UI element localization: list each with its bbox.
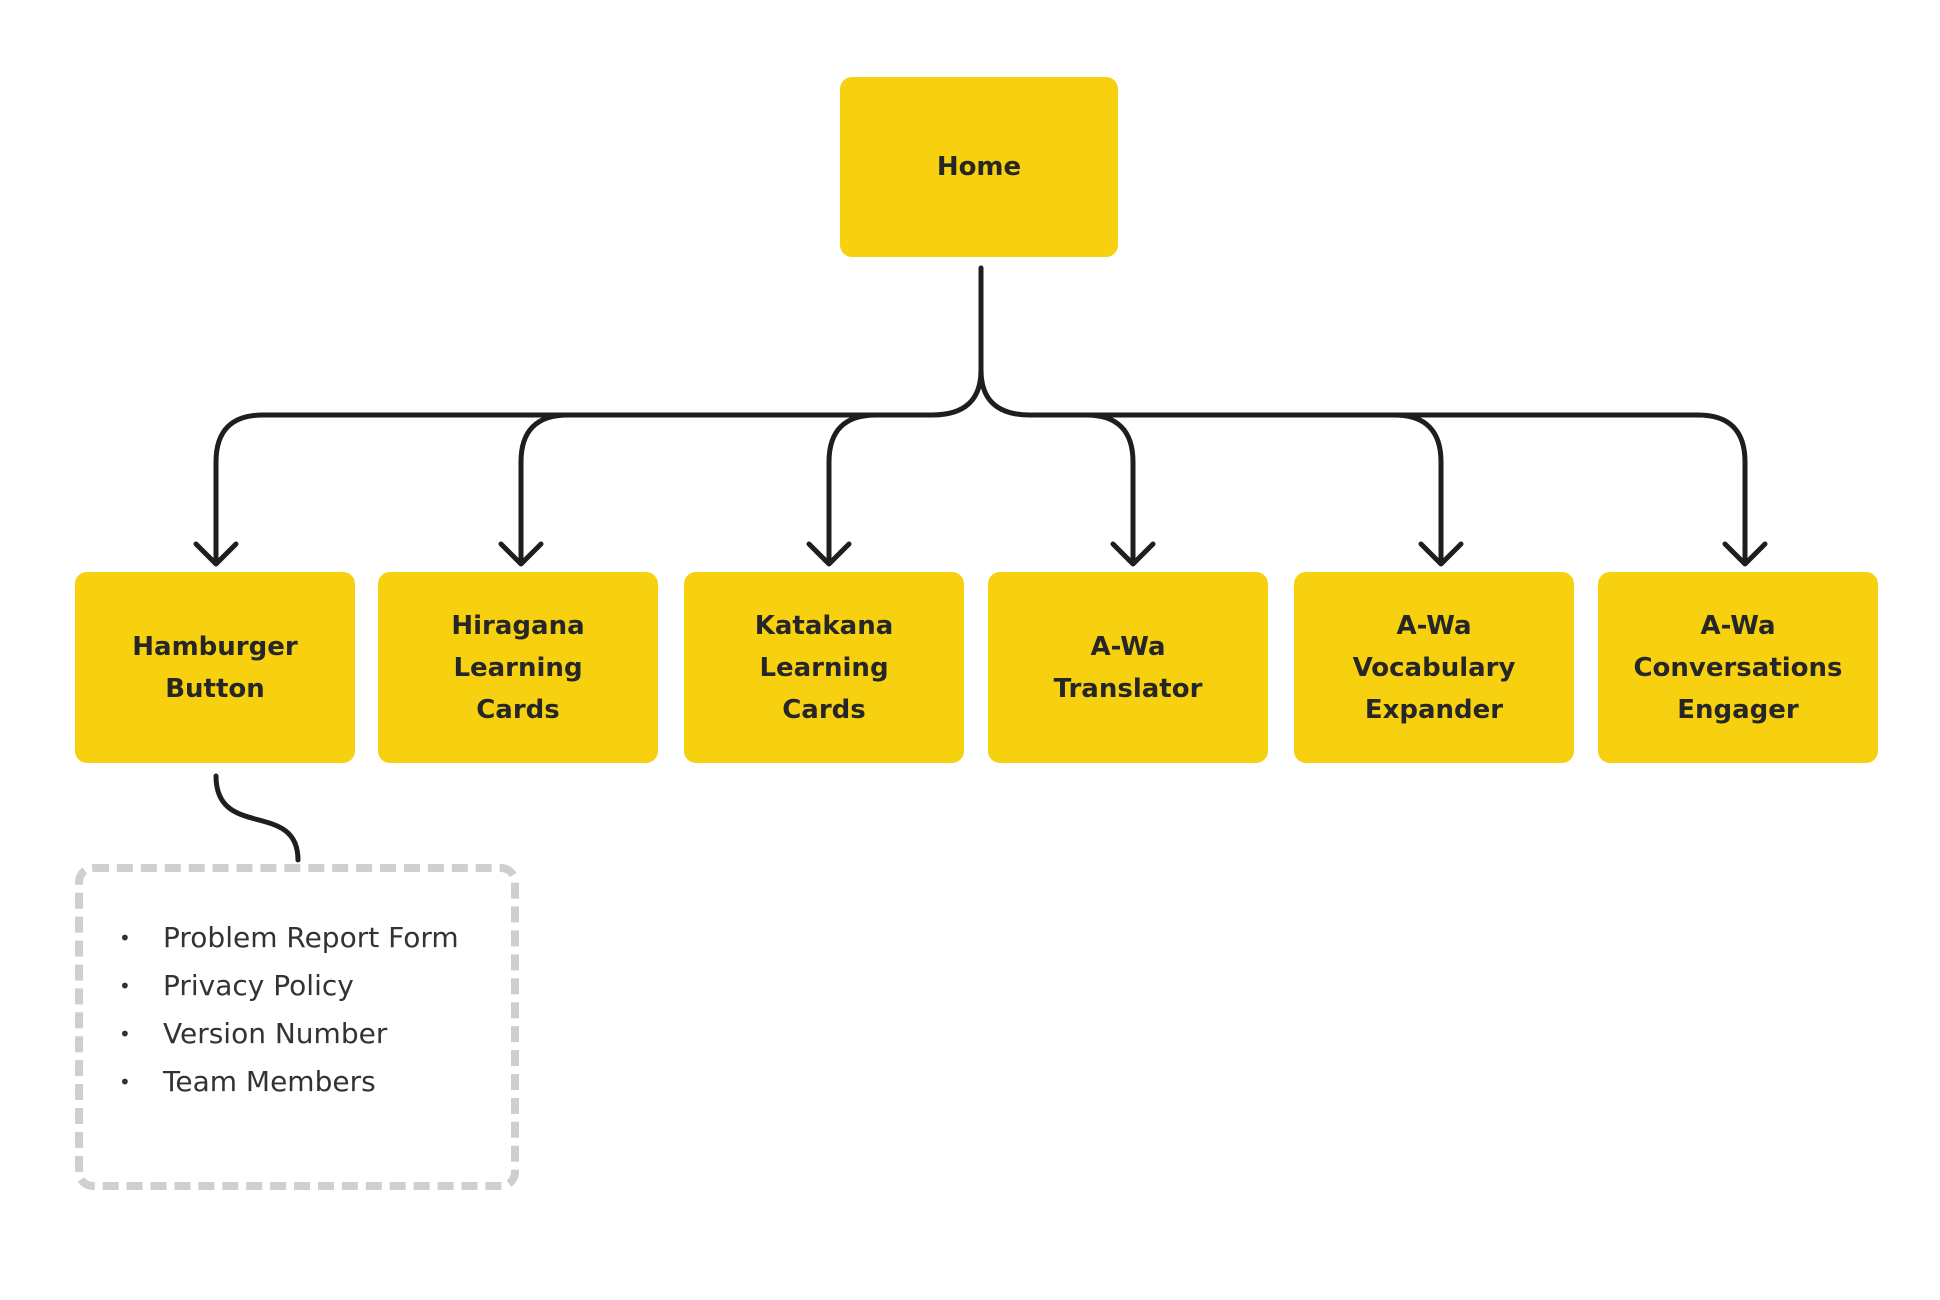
hiragana-learning-cards-label: Hiragana Learning Cards: [451, 610, 585, 725]
list-item-team-members: • Team Members: [119, 1058, 479, 1106]
arrowhead-1: [193, 541, 239, 567]
left-bus-connector: [260, 367, 984, 418]
arrowhead-6: [1722, 541, 1768, 567]
bullet-icon: •: [119, 1022, 131, 1046]
bullet-icon: •: [119, 926, 131, 950]
hamburger-button-label: Hamburger Button: [132, 631, 298, 704]
bullet-icon: •: [119, 974, 131, 998]
branch-connector-5: [1391, 412, 1444, 565]
hamburger-button-node: Hamburger Button: [75, 572, 355, 763]
submenu-connector: [213, 773, 301, 863]
arrowhead-3: [806, 541, 852, 567]
branch-connector-4: [1083, 412, 1136, 565]
awa-conversations-engager-label: A-Wa Conversations Engager: [1633, 610, 1843, 725]
arrowhead-2: [498, 541, 544, 567]
hamburger-menu-box: • Problem Report Form • Privacy Policy •…: [75, 864, 519, 1190]
awa-vocabulary-expander-node: A-Wa Vocabulary Expander: [1294, 572, 1574, 763]
right-bus-connector: [978, 367, 1701, 418]
list-item-text: Problem Report Form: [163, 921, 459, 954]
hiragana-learning-cards-node: Hiragana Learning Cards: [378, 572, 658, 763]
branch-connector-6: [1695, 412, 1748, 565]
home-label: Home: [936, 152, 1022, 182]
awa-vocabulary-expander-label: A-Wa Vocabulary Expander: [1352, 610, 1516, 725]
hamburger-menu-list: • Problem Report Form • Privacy Policy •…: [119, 914, 479, 1106]
home-node: Home: [840, 77, 1118, 257]
katakana-learning-cards-node: Katakana Learning Cards: [684, 572, 964, 763]
awa-translator-node: A-Wa Translator: [988, 572, 1268, 763]
list-item-privacy-policy: • Privacy Policy: [119, 962, 479, 1010]
list-item-text: Team Members: [163, 1065, 376, 1098]
branch-connector-3: [826, 412, 879, 565]
list-item-text: Privacy Policy: [163, 969, 354, 1002]
branch-connector-2: [518, 412, 571, 565]
bullet-icon: •: [119, 1070, 131, 1094]
katakana-learning-cards-label: Katakana Learning Cards: [754, 610, 894, 725]
awa-conversations-engager-node: A-Wa Conversations Engager: [1598, 572, 1878, 763]
arrowhead-5: [1418, 541, 1464, 567]
list-item-version-number: • Version Number: [119, 1010, 479, 1058]
list-item-text: Version Number: [163, 1017, 388, 1050]
arrowhead-4: [1110, 541, 1156, 567]
awa-translator-label: A-Wa Translator: [1053, 631, 1203, 704]
branch-connector-1: [213, 412, 266, 565]
list-item-problem-report-form: • Problem Report Form: [119, 914, 479, 962]
